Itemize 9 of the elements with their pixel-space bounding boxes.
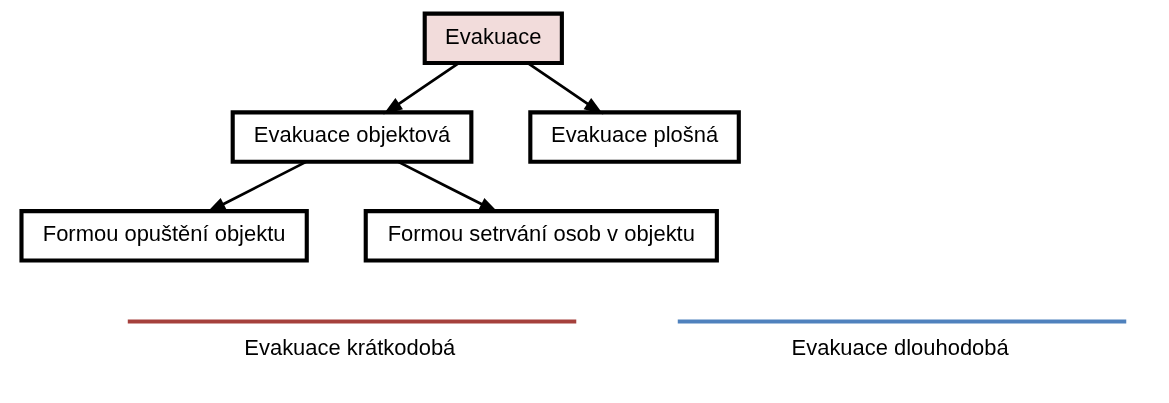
- node-box: Formou opuštění objektu: [19, 209, 309, 263]
- node-box: Evakuace: [422, 11, 564, 66]
- node-box: Formou setrvání osob v objektu: [363, 209, 719, 263]
- label: Evakuace dlouhodobá: [791, 334, 1009, 360]
- arrow: [527, 62, 604, 115]
- arrow: [383, 62, 460, 115]
- node-box: Evakuace plošná: [528, 110, 741, 164]
- node-box: Evakuace objektová: [230, 110, 474, 164]
- label: Evakuace krátkodobá: [244, 334, 456, 360]
